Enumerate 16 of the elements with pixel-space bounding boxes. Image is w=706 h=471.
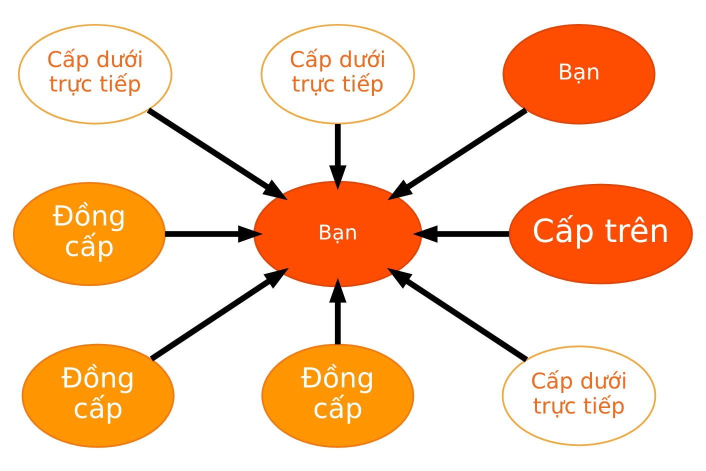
arrow xyxy=(165,224,263,242)
node-ellipse: Cấp dưới trực tiếp xyxy=(260,23,416,124)
node-ellipse: Cấp dưới trực tiếp xyxy=(502,345,656,446)
node-ellipse: Đồng cấp xyxy=(22,343,175,448)
node-ellipse: Cấp dưới trực tiếp xyxy=(18,23,172,124)
node-ellipse: Cấp trên xyxy=(508,183,693,284)
node-ellipse: Bạn xyxy=(502,23,656,124)
node-ellipse: Đồng cấp xyxy=(261,343,414,448)
arrow xyxy=(387,267,528,362)
arrow xyxy=(387,107,528,200)
arrow xyxy=(150,267,289,361)
arrow xyxy=(146,107,288,200)
arrow xyxy=(329,124,346,190)
arrow xyxy=(412,224,510,242)
arrow xyxy=(329,277,346,344)
node-ellipse: Đồng cấp xyxy=(12,182,166,286)
